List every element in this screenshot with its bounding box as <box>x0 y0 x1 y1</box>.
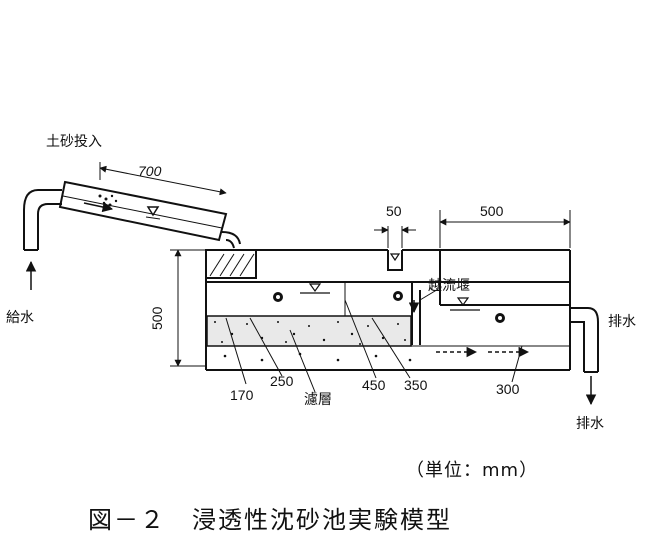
filter-bed <box>206 315 570 362</box>
supply-pipe <box>23 189 62 251</box>
sediment-input-label: 土砂投入 <box>46 134 102 150</box>
settling-tank <box>205 249 599 373</box>
dim-500-height: 500 <box>149 306 165 330</box>
water-levels <box>300 253 480 311</box>
unit-note: （単位：mm） <box>406 460 539 481</box>
dim-50: 50 <box>386 203 402 219</box>
flume-outlet-spout <box>221 231 241 249</box>
dim-250: 250 <box>270 373 294 389</box>
flow-direction-markers <box>273 291 505 323</box>
dimension-lines <box>99 162 571 393</box>
dim-300: 300 <box>496 381 520 397</box>
dim-500-top: 500 <box>480 203 504 219</box>
underdrain-flow <box>408 300 530 358</box>
dim-350: 350 <box>404 377 428 393</box>
filter-layer-label: 濾層 <box>304 392 332 408</box>
figure-caption: 図－２ 浸透性沈砂池実験模型 <box>88 506 452 534</box>
overflow-weir-label: 越流堰 <box>428 278 470 294</box>
drain-label-right: 排水 <box>608 314 636 330</box>
water-supply-label: 給水 <box>6 310 34 326</box>
dim-170: 170 <box>230 387 254 403</box>
dim-450: 450 <box>362 377 386 393</box>
supply-flume <box>58 180 228 242</box>
drain-label-bottom: 排水 <box>576 416 604 432</box>
dim-700: 700 <box>138 163 162 179</box>
